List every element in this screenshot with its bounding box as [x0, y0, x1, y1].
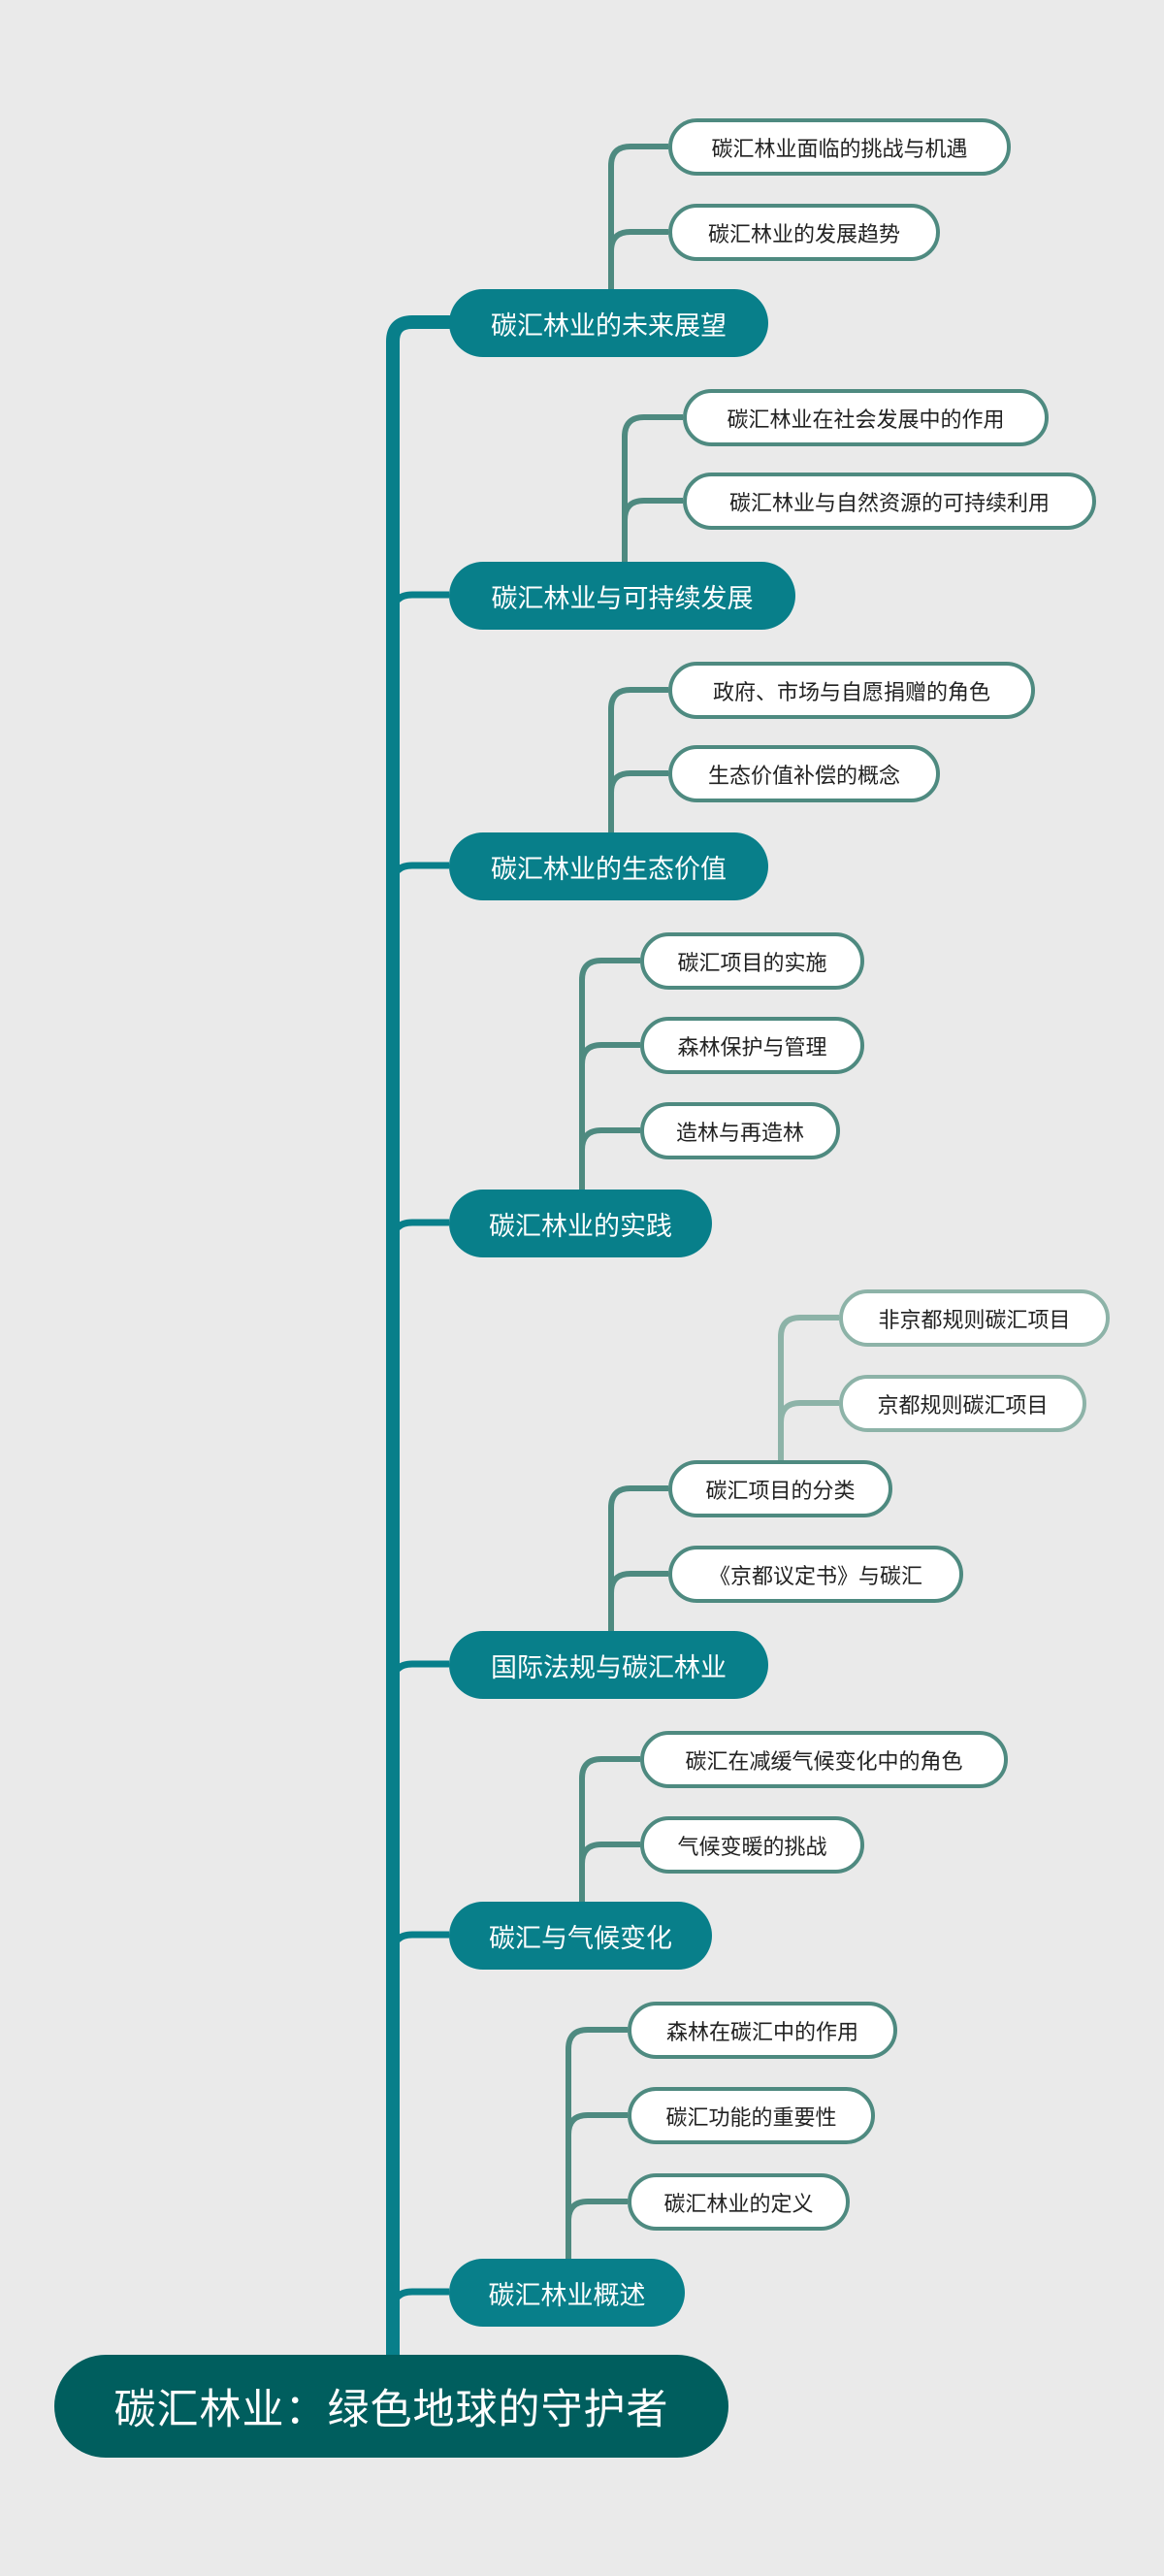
- leaf-node-sink-importance[interactable]: 碳汇功能的重要性: [628, 2087, 875, 2144]
- leaf-node-kyoto-protocol[interactable]: 《京都议定书》与碳汇: [668, 1546, 963, 1603]
- topic-node-sustainable-development[interactable]: 碳汇林业与可持续发展: [449, 562, 795, 630]
- topic-node-ecological-value[interactable]: 碳汇林业的生态价值: [449, 832, 768, 900]
- leaf-node-natural-resources[interactable]: 碳汇林业与自然资源的可持续利用: [683, 473, 1096, 530]
- topic-node-future-outlook[interactable]: 碳汇林业的未来展望: [449, 289, 768, 357]
- topic-node-practice[interactable]: 碳汇林业的实践: [449, 1190, 712, 1257]
- topic-node-climate-change[interactable]: 碳汇与气候变化: [449, 1902, 712, 1970]
- leaf-node-warming-challenge[interactable]: 气候变暖的挑战: [640, 1816, 864, 1874]
- leaf-node-challenges-opportunities[interactable]: 碳汇林业面临的挑战与机遇: [668, 118, 1011, 176]
- leaf-node-mitigation-role[interactable]: 碳汇在减缓气候变化中的角色: [640, 1731, 1008, 1788]
- leaf-node-afforestation[interactable]: 造林与再造林: [640, 1102, 840, 1159]
- leaf-node-project-implementation[interactable]: 碳汇项目的实施: [640, 932, 864, 990]
- root-node-title[interactable]: 碳汇林业：绿色地球的守护者: [54, 2355, 728, 2458]
- leaf-node-forest-protection[interactable]: 森林保护与管理: [640, 1017, 864, 1074]
- topic-node-overview[interactable]: 碳汇林业概述: [449, 2259, 685, 2327]
- leaf-node-development-trend[interactable]: 碳汇林业的发展趋势: [668, 204, 940, 261]
- leaf-node-definition[interactable]: 碳汇林业的定义: [628, 2173, 850, 2231]
- leaf-node-eco-compensation[interactable]: 生态价值补偿的概念: [668, 745, 940, 802]
- topic-node-international-regulations[interactable]: 国际法规与碳汇林业: [449, 1631, 768, 1699]
- leaf-node-government-market-roles[interactable]: 政府、市场与自愿捐赠的角色: [668, 662, 1035, 719]
- leaf-node-kyoto-projects[interactable]: 京都规则碳汇项目: [839, 1375, 1086, 1432]
- leaf-node-forest-role[interactable]: 森林在碳汇中的作用: [628, 2002, 897, 2059]
- leaf-node-project-classification[interactable]: 碳汇项目的分类: [668, 1460, 892, 1517]
- leaf-node-non-kyoto-projects[interactable]: 非京都规则碳汇项目: [839, 1289, 1110, 1347]
- leaf-node-social-role[interactable]: 碳汇林业在社会发展中的作用: [683, 389, 1049, 446]
